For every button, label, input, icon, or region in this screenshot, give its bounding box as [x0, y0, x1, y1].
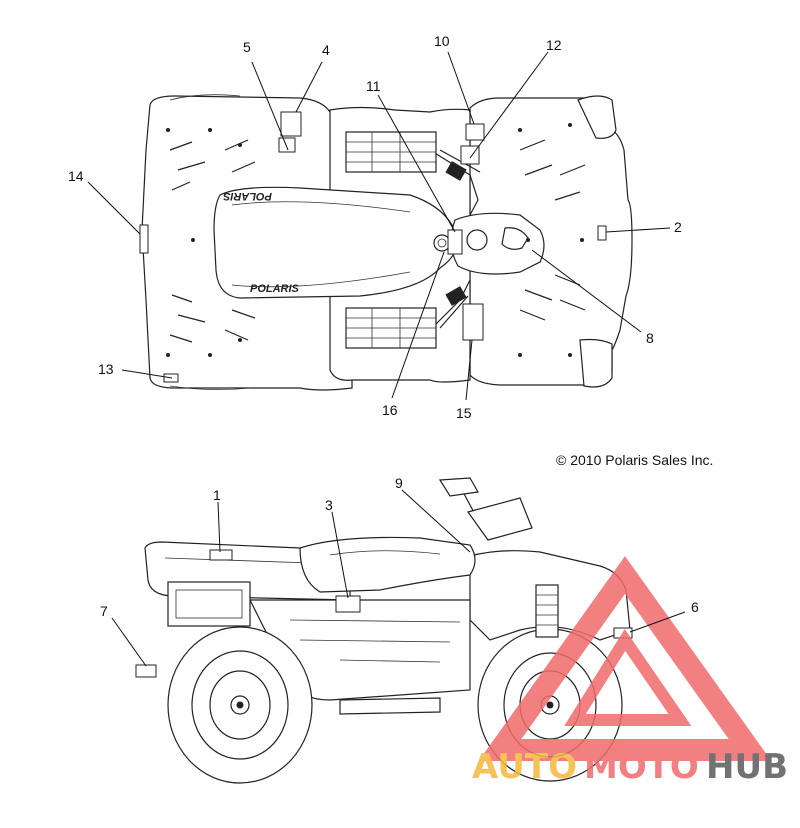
decal-2-top [597, 225, 607, 241]
seat-brand-text-upper: POLARIS [222, 190, 272, 202]
watermark-inner-triangle-icon [564, 629, 692, 726]
decal-3-side [335, 595, 361, 613]
decal-15-top [462, 303, 484, 341]
atv-top-view: POLARIS POLARIS [139, 94, 633, 391]
callout-9: 9 [395, 475, 403, 491]
watermark-logo: AUTO MOTO HUB [472, 556, 788, 787]
watermark-text-hub: HUB [706, 747, 788, 787]
leader-lines [87, 51, 686, 667]
decal-11-top [447, 229, 463, 255]
callout-15: 15 [456, 405, 472, 421]
callout-11: 11 [366, 78, 381, 94]
footrest-lower [345, 307, 437, 349]
decal-5-top [278, 137, 296, 153]
callout-3: 3 [325, 497, 333, 513]
callout-14: 14 [68, 168, 84, 184]
callout-6: 6 [691, 599, 699, 615]
callout-13: 13 [98, 361, 114, 377]
callout-labels: 5 4 10 12 11 14 2 8 13 16 15 1 3 9 6 7 [68, 33, 699, 619]
decal-7-side [135, 664, 157, 678]
rear-wheel [167, 626, 313, 784]
callout-7: 7 [100, 603, 108, 619]
watermark-triangle-icon [478, 556, 772, 761]
callout-2: 2 [674, 219, 682, 235]
decal-4-top [280, 111, 302, 137]
decal-10-top [465, 123, 485, 141]
front-rack-slats [519, 139, 586, 321]
mount-holes [166, 123, 584, 357]
callout-16: 16 [382, 402, 398, 418]
decal-12-top [460, 145, 480, 165]
callout-1: 1 [213, 487, 221, 503]
seat-brand-text-lower: POLARIS [250, 283, 300, 295]
callout-12: 12 [546, 37, 562, 53]
watermark-text-auto: AUTO [472, 747, 577, 787]
decal-1-side [209, 549, 233, 561]
copyright-notice: © 2010 Polaris Sales Inc. [556, 452, 713, 468]
decal-14-top [139, 224, 149, 254]
callout-5: 5 [243, 39, 251, 55]
rear-rack-slats [169, 139, 256, 343]
callout-10: 10 [434, 33, 450, 49]
atv-side-view [135, 477, 633, 784]
footrest-upper [345, 131, 437, 173]
watermark-text-moto: MOTO [584, 747, 699, 787]
callout-4: 4 [322, 42, 330, 58]
callout-8: 8 [646, 330, 654, 346]
